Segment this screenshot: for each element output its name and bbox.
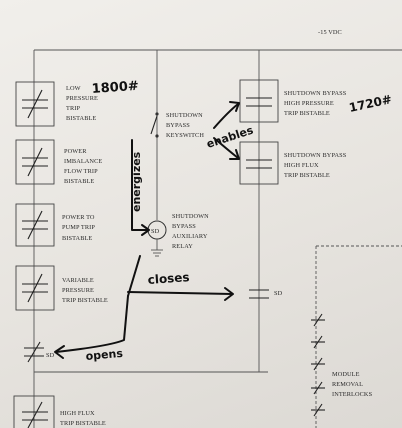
svg-text:HIGH PRESSURE: HIGH PRESSURE bbox=[284, 100, 334, 107]
svg-text:KEYSWITCH: KEYSWITCH bbox=[166, 132, 204, 139]
svg-text:TRIP BISTABLE: TRIP BISTABLE bbox=[284, 110, 330, 117]
bistable-low-pressure: LOW PRESSURE TRIP BISTABLE bbox=[15, 81, 98, 127]
supply-label: -15 VDC bbox=[318, 29, 342, 36]
keyswitch: SHUTDOWN BYPASS KEYSWITCH bbox=[150, 112, 204, 139]
arrow-enables-up-head bbox=[229, 101, 240, 112]
note-1800: 1800# bbox=[91, 79, 139, 97]
sd-contact-right: SD bbox=[249, 289, 283, 299]
svg-text:REMOVAL: REMOVAL bbox=[332, 381, 363, 388]
svg-text:SD: SD bbox=[151, 228, 160, 235]
svg-text:HIGH FLUX: HIGH FLUX bbox=[284, 162, 319, 169]
sb-high-flux-bistable: SHUTDOWN BYPASS HIGH FLUX TRIP BISTABLE bbox=[239, 141, 347, 185]
arrow-closes bbox=[127, 291, 233, 295]
note-opens: opens bbox=[85, 347, 124, 363]
arrow-enables-down-head bbox=[229, 149, 240, 160]
arrow-opens-head bbox=[54, 345, 65, 359]
svg-text:SHUTDOWN BYPASS: SHUTDOWN BYPASS bbox=[284, 152, 347, 159]
sb-high-pressure-bistable: SHUTDOWN BYPASS HIGH PRESSURE TRIP BISTA… bbox=[239, 79, 347, 123]
svg-text:POWER TO: POWER TO bbox=[62, 214, 95, 221]
sd-relay: SD SHUTDOWN BYPASS AUXILIARY RELAY bbox=[147, 213, 209, 257]
svg-text:BISTABLE: BISTABLE bbox=[66, 115, 96, 122]
svg-text:BYPASS: BYPASS bbox=[166, 122, 190, 129]
svg-text:FLOW TRIP: FLOW TRIP bbox=[64, 168, 98, 175]
svg-text:TRIP BISTABLE: TRIP BISTABLE bbox=[284, 172, 330, 179]
arrow-closes-stem bbox=[127, 255, 141, 297]
arrow-enables-down bbox=[213, 137, 239, 159]
svg-text:BYPASS: BYPASS bbox=[172, 223, 196, 230]
svg-text:MODULE: MODULE bbox=[332, 371, 360, 378]
svg-text:POWER: POWER bbox=[64, 148, 87, 155]
bistable-power-to-pump: POWER TO PUMP TRIP BISTABLE bbox=[15, 203, 95, 247]
arrow-enables-up bbox=[213, 103, 239, 129]
bistable-power-imbalance: POWER IMBALANCE FLOW TRIP BISTABLE bbox=[15, 139, 102, 185]
svg-text:SHUTDOWN: SHUTDOWN bbox=[166, 112, 203, 119]
svg-text:PUMP TRIP: PUMP TRIP bbox=[62, 224, 95, 231]
svg-text:SD: SD bbox=[46, 352, 55, 359]
svg-text:SHUTDOWN BYPASS: SHUTDOWN BYPASS bbox=[284, 90, 347, 97]
arrow-opens bbox=[55, 295, 129, 353]
svg-text:RELAY: RELAY bbox=[172, 243, 193, 250]
svg-text:TRIP: TRIP bbox=[66, 105, 80, 112]
note-1720: 1720# bbox=[348, 92, 393, 115]
svg-text:PRESSURE: PRESSURE bbox=[66, 95, 98, 102]
svg-text:INTERLOCKS: INTERLOCKS bbox=[332, 391, 373, 398]
svg-text:PRESSURE: PRESSURE bbox=[62, 287, 94, 294]
svg-text:SD: SD bbox=[274, 290, 283, 297]
svg-text:TRIP BISTABLE: TRIP BISTABLE bbox=[62, 297, 108, 304]
arrow-energizes bbox=[131, 139, 149, 231]
svg-text:SHUTDOWN: SHUTDOWN bbox=[172, 213, 209, 220]
svg-text:BISTABLE: BISTABLE bbox=[62, 235, 92, 242]
svg-text:LOW: LOW bbox=[66, 85, 81, 92]
svg-text:BISTABLE: BISTABLE bbox=[64, 178, 94, 185]
svg-text:HIGH FLUX: HIGH FLUX bbox=[60, 410, 95, 417]
bistable-variable-pressure: VARIABLE PRESSURE TRIP BISTABLE bbox=[15, 265, 108, 311]
svg-text:IMBALANCE: IMBALANCE bbox=[64, 158, 102, 165]
module-label: MODULE REMOVAL INTERLOCKS bbox=[332, 371, 373, 398]
svg-text:AUXILIARY: AUXILIARY bbox=[172, 233, 208, 240]
note-closes: closes bbox=[147, 270, 190, 287]
note-enables: enables bbox=[205, 123, 255, 150]
note-energizes: energizes bbox=[130, 151, 143, 212]
svg-text:TRIP BISTABLE: TRIP BISTABLE bbox=[60, 420, 106, 427]
sd-contact-left: SD bbox=[24, 341, 55, 363]
arrow-energizes-head bbox=[141, 224, 150, 236]
module-interlock-contacts bbox=[311, 313, 325, 417]
arrow-closes-head bbox=[224, 287, 234, 301]
svg-text:VARIABLE: VARIABLE bbox=[62, 277, 94, 284]
bistable-high-flux: HIGH FLUX TRIP BISTABLE bbox=[13, 395, 106, 428]
